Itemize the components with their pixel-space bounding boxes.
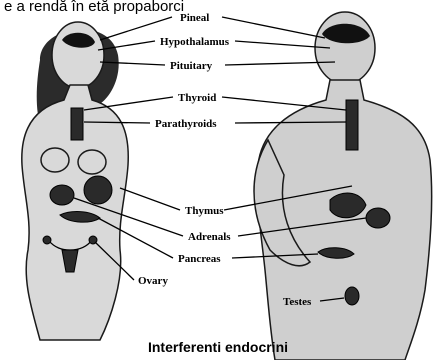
leader-thymus-left xyxy=(120,188,180,210)
female-head xyxy=(52,22,104,88)
male-figure xyxy=(254,12,432,360)
label-pineal: Pineal xyxy=(180,12,209,24)
female-thymus-organ xyxy=(84,176,112,204)
diagram-title: Interferenti endocrini xyxy=(148,339,288,355)
label-adrenals: Adrenals xyxy=(188,231,231,243)
female-adrenal-organ xyxy=(50,185,74,205)
top-caption-fragment: e a rendă în etă propaborci xyxy=(4,0,184,15)
label-pancreas: Pancreas xyxy=(178,253,221,265)
label-thymus: Thymus xyxy=(185,205,224,217)
male-testes-organ xyxy=(345,287,359,305)
label-testes: Testes xyxy=(283,296,312,308)
label-pituitary: Pituitary xyxy=(170,60,213,72)
female-breast-left xyxy=(41,148,69,172)
female-ovary-left xyxy=(43,236,51,244)
male-thyroid-organ xyxy=(346,100,358,150)
label-ovary: Ovary xyxy=(138,275,168,287)
female-figure xyxy=(22,22,128,340)
label-hypothalamus: Hypothalamus xyxy=(160,36,230,48)
female-thyroid-organ xyxy=(71,108,83,140)
female-breast-right xyxy=(78,150,106,174)
leader-pineal-right xyxy=(222,17,325,38)
male-adrenal-organ xyxy=(366,208,390,228)
label-parathyroids: Parathyroids xyxy=(155,118,217,130)
label-thyroid: Thyroid xyxy=(178,92,216,104)
